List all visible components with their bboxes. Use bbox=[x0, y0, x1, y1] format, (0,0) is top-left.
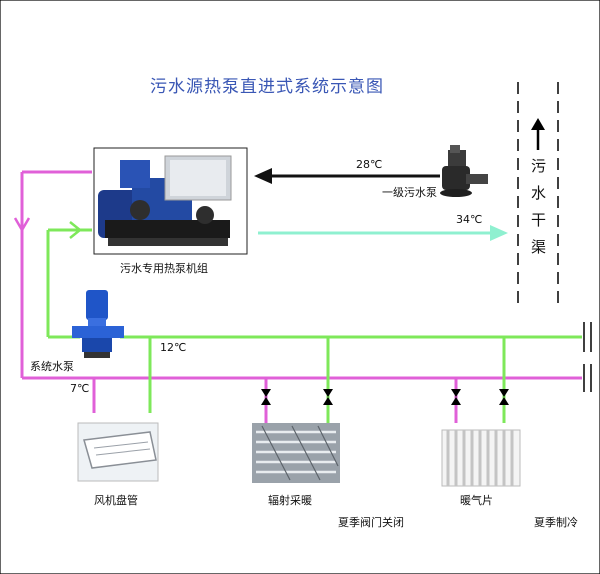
pipe-end-caps bbox=[583, 322, 592, 392]
arrow-left-icon bbox=[254, 168, 272, 184]
valve-icon bbox=[323, 389, 333, 405]
system-pump-label: 系统水泵 bbox=[30, 360, 74, 373]
channel-char-2: 水 bbox=[531, 184, 547, 202]
heat-pump-unit-label: 污水专用热泵机组 bbox=[120, 262, 208, 275]
radiant-label: 辐射采暖 bbox=[268, 494, 312, 507]
submersible-pump-icon bbox=[440, 145, 488, 197]
temp-label-34: 34℃ bbox=[456, 213, 483, 226]
arrow-right-icon bbox=[490, 225, 508, 241]
inline-pump-icon bbox=[72, 290, 124, 358]
valve-icon bbox=[261, 389, 271, 405]
radiator-label: 暖气片 bbox=[460, 494, 493, 507]
arrow-right-icon bbox=[69, 221, 83, 239]
heat-pump-unit-icon bbox=[93, 147, 248, 255]
temp-label-12: 12℃ bbox=[160, 341, 187, 354]
valve-icon bbox=[499, 389, 509, 405]
summer-valve-label: 夏季阀门关闭 bbox=[338, 516, 404, 529]
fan-coil-label: 风机盘管 bbox=[94, 494, 138, 507]
sewage-channel bbox=[517, 82, 559, 307]
radiator-icon bbox=[441, 429, 521, 487]
valve-icon bbox=[451, 389, 461, 405]
supply-pipe bbox=[46, 221, 582, 423]
channel-char-1: 污 bbox=[531, 157, 547, 175]
diagram-title: 污水源热泵直进式系统示意图 bbox=[150, 77, 384, 97]
radiant-floor-icon bbox=[252, 423, 340, 483]
channel-char-4: 渠 bbox=[531, 238, 547, 256]
channel-char-3: 干 bbox=[531, 211, 547, 229]
sewage-supply-line bbox=[254, 168, 440, 184]
temp-label-28: 28℃ bbox=[356, 158, 383, 171]
flow-up-arrow-icon bbox=[531, 118, 545, 130]
sewage-pump-label: 一级污水泵 bbox=[382, 186, 437, 199]
summer-cooling-label: 夏季制冷 bbox=[534, 516, 578, 529]
fan-coil-icon bbox=[77, 422, 159, 482]
arrow-down-icon bbox=[13, 217, 31, 233]
temp-label-7: 7℃ bbox=[70, 382, 90, 395]
sewage-return-line bbox=[258, 225, 508, 241]
